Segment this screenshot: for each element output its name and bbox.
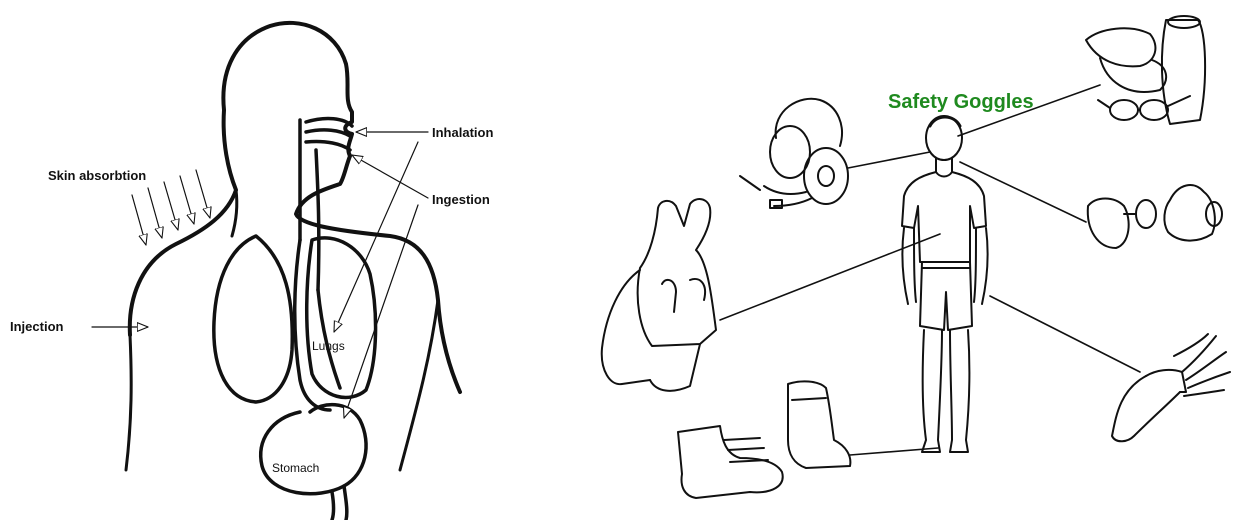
label-safety-goggles: Safety Goggles bbox=[888, 91, 1034, 113]
label-injection: Injection bbox=[10, 319, 64, 334]
respirator-icon bbox=[1088, 185, 1222, 248]
goggles-icon bbox=[1086, 16, 1205, 124]
hearing-protection-icon bbox=[740, 99, 848, 208]
label-skin-absorption: Skin absorbtion bbox=[48, 168, 146, 183]
connector-lines bbox=[720, 85, 1140, 455]
person-figure bbox=[902, 116, 988, 452]
apron-icon bbox=[602, 199, 716, 391]
label-lungs: Lungs bbox=[312, 339, 345, 353]
human-body-outline bbox=[126, 23, 460, 470]
ingestion-arrow-mouth bbox=[352, 155, 428, 198]
label-ingestion: Ingestion bbox=[432, 192, 490, 207]
label-stomach: Stomach bbox=[272, 461, 319, 475]
label-inhalation: Inhalation bbox=[432, 125, 493, 140]
connector-apron bbox=[720, 234, 940, 320]
connector-respirator bbox=[960, 162, 1086, 222]
internal-organs bbox=[214, 119, 376, 520]
boots-icon bbox=[678, 381, 850, 498]
gloves-icon bbox=[1112, 334, 1230, 441]
connector-gloves bbox=[990, 296, 1140, 372]
connector-hearing bbox=[848, 152, 930, 168]
